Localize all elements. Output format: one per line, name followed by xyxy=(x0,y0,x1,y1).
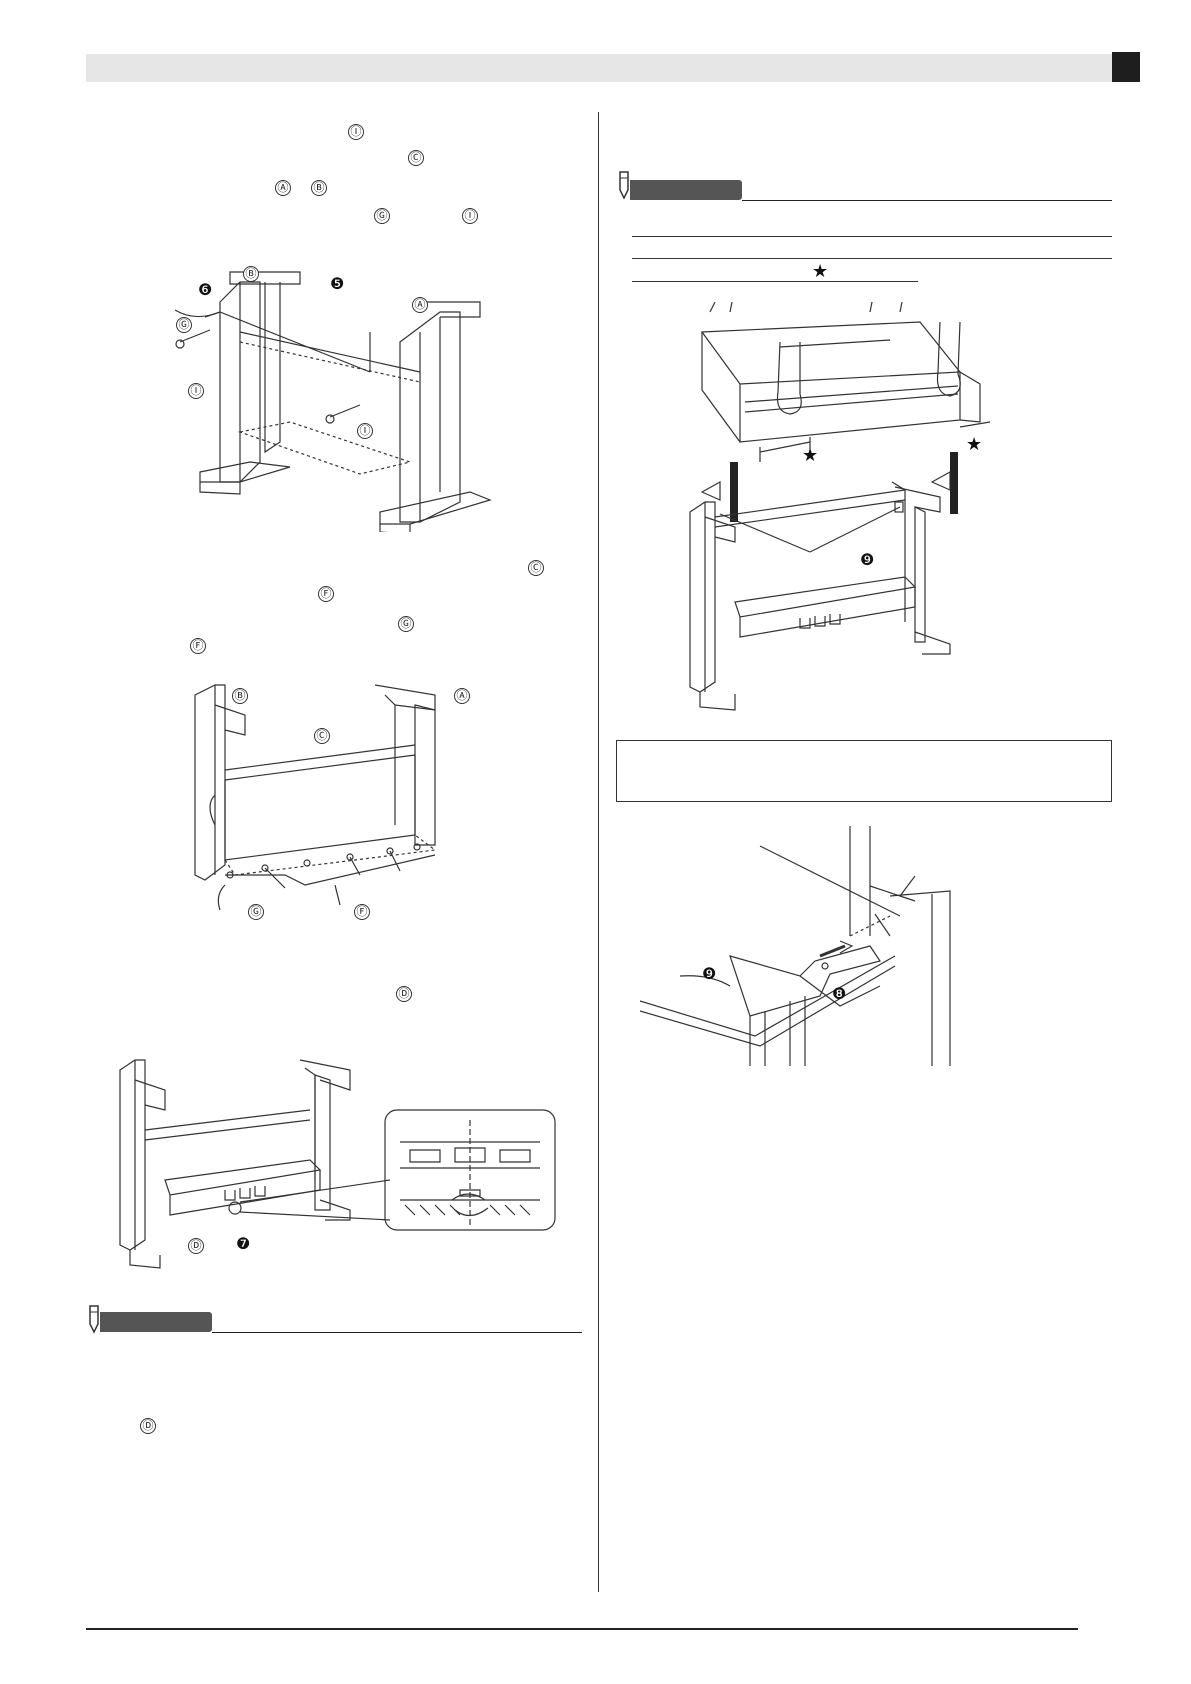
label-c-fig2: Ⓒ xyxy=(314,728,330,744)
column-divider xyxy=(598,112,599,1592)
note-tag-left xyxy=(100,1312,212,1332)
label-b-fig2: Ⓑ xyxy=(232,688,248,704)
label-f-fig2: Ⓕ xyxy=(354,904,370,920)
callout-8: ❽ xyxy=(832,986,847,1003)
star-icon-left: ★ xyxy=(802,445,819,465)
label-g-fig2: Ⓖ xyxy=(248,904,264,920)
label-a-inline: Ⓐ xyxy=(275,180,291,196)
note-underline-3 xyxy=(632,281,918,282)
star-icon-inline: ★ xyxy=(812,261,829,281)
label-f-inline: Ⓕ xyxy=(318,586,334,602)
figure-back-panel xyxy=(185,675,485,925)
label-d-fig3: Ⓓ xyxy=(188,1238,204,1254)
star-icon-right: ★ xyxy=(966,434,983,454)
figure-pedal-adjuster xyxy=(110,1050,560,1280)
note-rule-right xyxy=(742,200,1112,201)
figure-stand-sides xyxy=(170,262,510,532)
notice-box xyxy=(616,740,1112,802)
note-underline-1 xyxy=(632,236,1112,237)
callout-7: ❼ xyxy=(236,1236,251,1253)
label-d-note: Ⓓ xyxy=(140,1418,156,1434)
label-g-fig1: Ⓖ xyxy=(176,317,192,333)
label-b-fig1: Ⓑ xyxy=(243,266,259,282)
footer-rule xyxy=(86,1628,1078,1630)
label-i-fig1-left: Ⓘ xyxy=(188,383,204,399)
callout-9-fig5: ❾ xyxy=(702,966,717,983)
callout-5: ❺ xyxy=(330,276,345,293)
label-b-inline: Ⓑ xyxy=(311,180,327,196)
label-i-inline: Ⓘ xyxy=(348,124,364,140)
callout-6: ❻ xyxy=(198,282,213,299)
label-c-inline: Ⓒ xyxy=(408,150,424,166)
label-c-inline-2: Ⓒ xyxy=(528,560,544,576)
label-g-inline-2: Ⓖ xyxy=(398,616,414,632)
label-g-inline: Ⓖ xyxy=(374,208,390,224)
note-rule-left xyxy=(212,1332,582,1333)
pencil-note-icon xyxy=(84,1304,104,1339)
label-d-inline: Ⓓ xyxy=(396,986,412,1002)
label-f-inline-2: Ⓕ xyxy=(190,638,206,654)
label-a-fig1: Ⓐ xyxy=(412,297,428,313)
label-a-fig2: Ⓐ xyxy=(454,688,470,704)
note-underline-2 xyxy=(632,258,1112,259)
pencil-note-icon-right xyxy=(614,170,634,205)
label-i-fig1-right: Ⓘ xyxy=(357,423,373,439)
header-tab xyxy=(1112,52,1140,82)
note-tag-right xyxy=(630,180,742,200)
header-bar xyxy=(86,54,1112,82)
callout-9-fig4: ❾ xyxy=(860,552,875,569)
label-i-inline-2: Ⓘ xyxy=(462,208,478,224)
figure-bracket-detail xyxy=(640,826,970,1076)
figure-piano-placement xyxy=(660,302,1030,722)
